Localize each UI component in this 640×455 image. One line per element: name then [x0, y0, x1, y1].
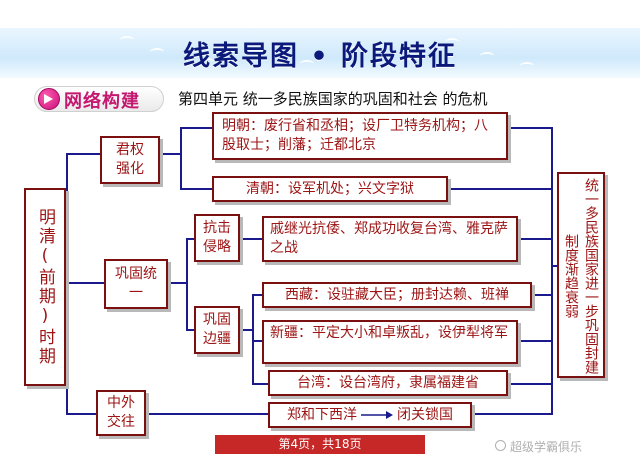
section-tag-label: 网络构建: [64, 91, 140, 112]
item-zhenghe-to: 闭关锁国: [397, 406, 453, 423]
item-zhenghe: 郑和下西洋 闭关锁国: [268, 402, 472, 428]
conclusion-text: 统一多民族国家进一步巩固封建制度渐趋衰弱: [563, 178, 599, 374]
branch-foreign-label: 中外交往: [107, 395, 135, 430]
sub-branch-frontier: 巩固边疆: [194, 306, 240, 354]
item-xinjiang-text: 新疆：平定大小和卓叛乱，设伊犁将军: [270, 325, 508, 341]
item-qing: 清朝：设军机处；兴文字狱: [212, 176, 448, 202]
item-taiwan-text: 台湾：设台湾府，隶属福建省: [297, 374, 479, 391]
watermark: 超级学霸俱乐: [510, 440, 583, 454]
page-title: 线索导图 • 阶段特征: [182, 41, 458, 72]
branch-power: 君权强化: [100, 136, 160, 184]
sub-branch-resist: 抗击侵略: [194, 214, 240, 262]
item-resist-text: 戚继光抗倭、郑成功收复台湾、雅克萨之战: [270, 221, 508, 256]
item-taiwan: 台湾：设台湾府，隶属福建省: [268, 370, 508, 396]
item-zhenghe-from: 郑和下西洋: [287, 406, 357, 423]
arrow-right-icon: [361, 411, 393, 419]
sub-branch-frontier-label: 巩固边疆: [203, 312, 231, 347]
period-label: 明清(前期)时期: [35, 208, 55, 366]
branch-power-label: 君权强化: [116, 142, 144, 177]
play-arrow-icon: [44, 94, 53, 104]
unit-title: 第四单元 统一多民族国家的巩固和社会 的危机: [178, 90, 488, 108]
item-qing-text: 清朝：设军机处；兴文字狱: [246, 180, 414, 197]
branch-foreign: 中外交往: [96, 390, 146, 436]
item-ming-text: 明朝：废行省和丞相；设厂卫特务机构；八股取士；削藩；迁都北京: [222, 118, 488, 153]
item-resist: 戚继光抗倭、郑成功收复台湾、雅克萨之战: [262, 216, 518, 262]
page-indicator: 第4页，共18页: [215, 435, 425, 454]
item-tibet: 西藏：设驻藏大臣；册封达赖、班禅: [262, 282, 532, 308]
watermark-icon: [495, 440, 506, 451]
conclusion-box: 统一多民族国家进一步巩固封建制度渐趋衰弱: [557, 172, 605, 378]
item-ming: 明朝：废行省和丞相；设厂卫特务机构；八股取士；削藩；迁都北京: [212, 112, 508, 160]
header-band: [0, 28, 640, 78]
branch-consolidate-label: 巩固统一: [115, 266, 157, 301]
item-tibet-text: 西藏：设驻藏大臣；册封达赖、班禅: [285, 286, 509, 303]
period-box: 明清(前期)时期: [24, 188, 66, 386]
branch-consolidate: 巩固统一: [104, 259, 168, 309]
item-xinjiang: 新疆：平定大小和卓叛乱，设伊犁将军: [262, 320, 518, 364]
sub-branch-resist-label: 抗击侵略: [203, 220, 231, 255]
